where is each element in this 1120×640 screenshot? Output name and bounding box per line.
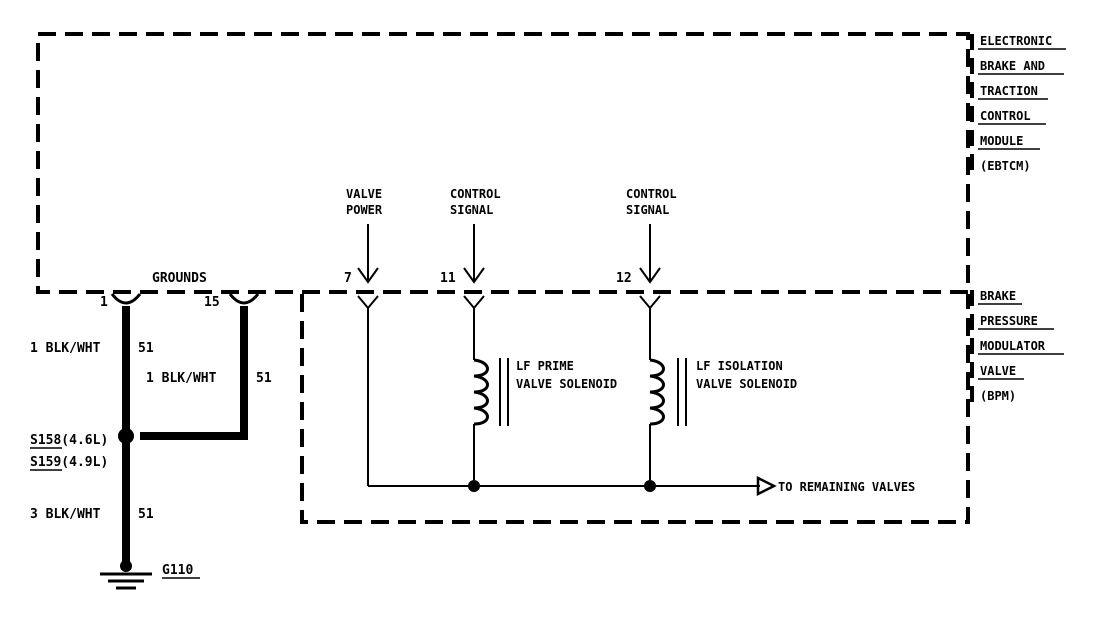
- ground-wire-pin-15-circuit: 51: [256, 371, 272, 386]
- bpm-label: BRAKE PRESSURE MODULATOR VALVE (BPM): [970, 289, 1064, 410]
- signal-12-label-line: SIGNAL: [626, 203, 669, 217]
- lf-prime-coil-icon: [473, 358, 489, 426]
- signal-7-label-line: POWER: [346, 203, 383, 217]
- signal-12-pin-number: 12: [616, 271, 632, 286]
- ebtcm-label-line: BRAKE AND: [980, 59, 1045, 73]
- ebtcm-label-line: ELECTRONIC: [980, 34, 1052, 48]
- connector-pin-12: [639, 295, 661, 310]
- bpm-label-line: PRESSURE: [980, 314, 1038, 328]
- lf-prime-label-line: LF PRIME: [516, 359, 574, 373]
- connector-pin-15: [228, 293, 260, 305]
- ground-pin-1-number: 1: [100, 295, 108, 310]
- lf-prime-label-line: VALVE SOLENOID: [516, 377, 617, 391]
- signal-12-label-line: CONTROL: [626, 187, 677, 201]
- ground-wire-main-type: 3 BLK/WHT: [30, 507, 101, 522]
- ebtcm-module-box: [36, 32, 970, 294]
- lf-isolation-label-line: LF ISOLATION: [696, 359, 783, 373]
- bpm-label-line: (BPM): [980, 389, 1016, 403]
- signal-11-pin-number: 11: [440, 271, 456, 286]
- connector-pin-1: [110, 293, 142, 305]
- signal-7-arrow-icon: [357, 267, 379, 284]
- bpm-module-box: [300, 294, 970, 524]
- signal-12-arrow-icon: [639, 267, 661, 284]
- junction-dot: [644, 480, 656, 492]
- junction-dot: [468, 480, 480, 492]
- connector-pin-7: [357, 295, 379, 310]
- ground-wire-pin-15-type: 1 BLK/WHT: [146, 371, 217, 386]
- bpm-label-line: BRAKE: [980, 289, 1016, 303]
- splice-label-line: S158(4.6L): [30, 433, 108, 448]
- ground-symbol-icon: [100, 560, 152, 590]
- ebtcm-label-line: MODULE: [980, 134, 1023, 148]
- signal-11-label-line: CONTROL: [450, 187, 501, 201]
- ebtcm-label-line: (EBTCM): [980, 159, 1031, 173]
- connector-pin-11: [463, 295, 485, 310]
- ebtcm-label-line: TRACTION: [980, 84, 1038, 98]
- ground-pin-15-number: 15: [204, 295, 220, 310]
- lf-isolation-label-line: VALVE SOLENOID: [696, 377, 797, 391]
- signal-11-arrow-icon: [463, 267, 485, 284]
- remaining-valves-label: TO REMAINING VALVES: [778, 480, 915, 494]
- ground-wire-pin-1-type: 1 BLK/WHT: [30, 341, 101, 356]
- signal-7-pin-number: 7: [344, 271, 352, 286]
- bpm-label-line: MODULATOR: [980, 339, 1046, 353]
- lf-isolation-coil-icon: [649, 358, 665, 426]
- bpm-label-line: VALVE: [980, 364, 1016, 378]
- ground-wire-pin-15: [140, 306, 248, 440]
- ebtcm-label-line: CONTROL: [980, 109, 1031, 123]
- signal-7-label-line: VALVE: [346, 187, 382, 201]
- grounds-label: GROUNDS: [152, 271, 207, 286]
- ebtcm-label: ELECTRONIC BRAKE AND TRACTION CONTROL MO…: [970, 34, 1066, 176]
- ground-point-label: G110: [162, 563, 193, 578]
- signal-11-label-line: SIGNAL: [450, 203, 493, 217]
- ground-wire-pin-1-circuit: 51: [138, 341, 154, 356]
- arrow-right-icon: [756, 475, 777, 497]
- ground-wire-main-circuit: 51: [138, 507, 154, 522]
- splice-label-line: S159(4.9L): [30, 455, 108, 470]
